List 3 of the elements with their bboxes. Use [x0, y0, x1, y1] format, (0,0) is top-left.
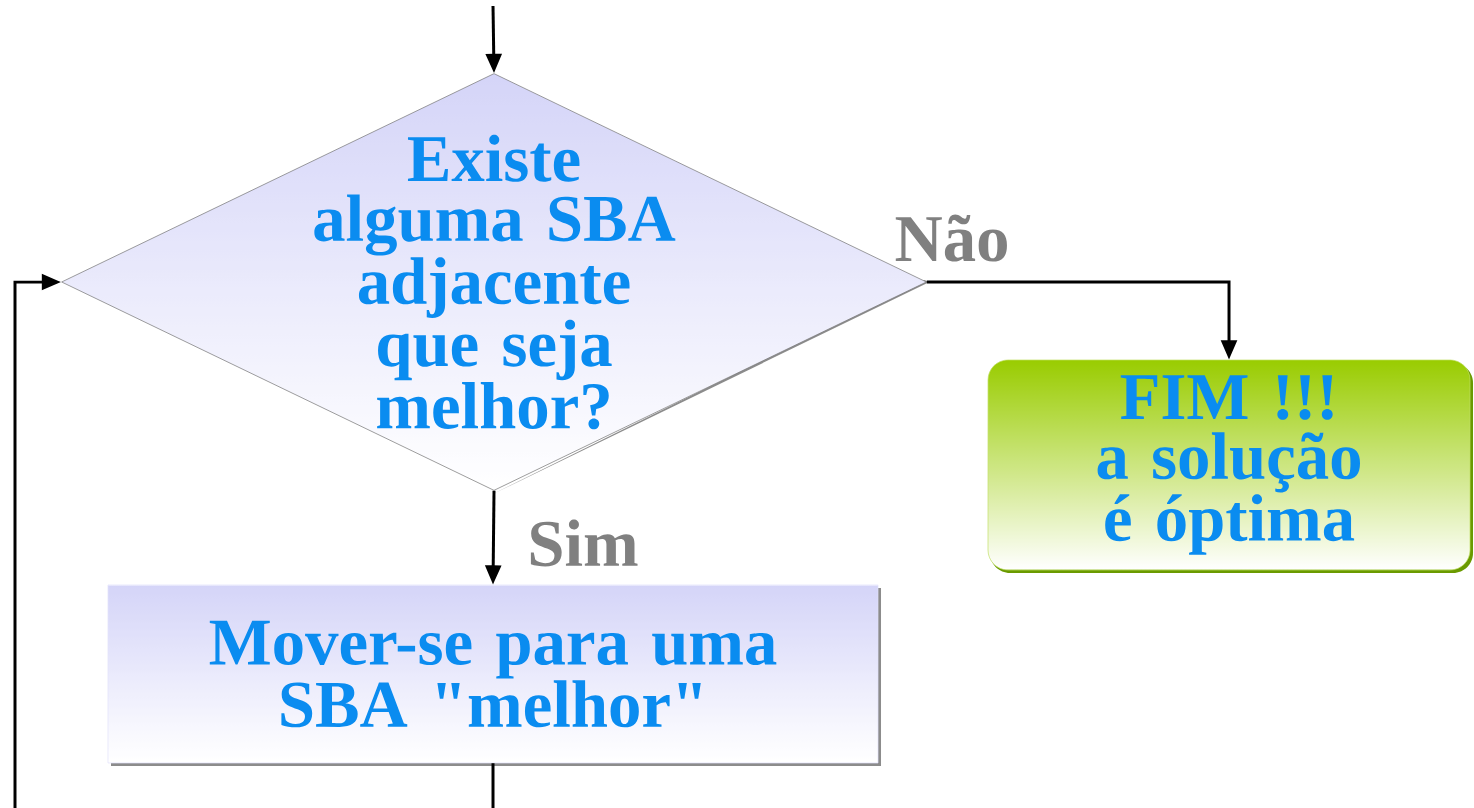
- end-box: FIM !!! a solução é óptima: [987, 359, 1473, 573]
- process-box: Mover-se para uma SBA "melhor": [107, 584, 881, 766]
- edge-label: Sim: [530, 519, 638, 567]
